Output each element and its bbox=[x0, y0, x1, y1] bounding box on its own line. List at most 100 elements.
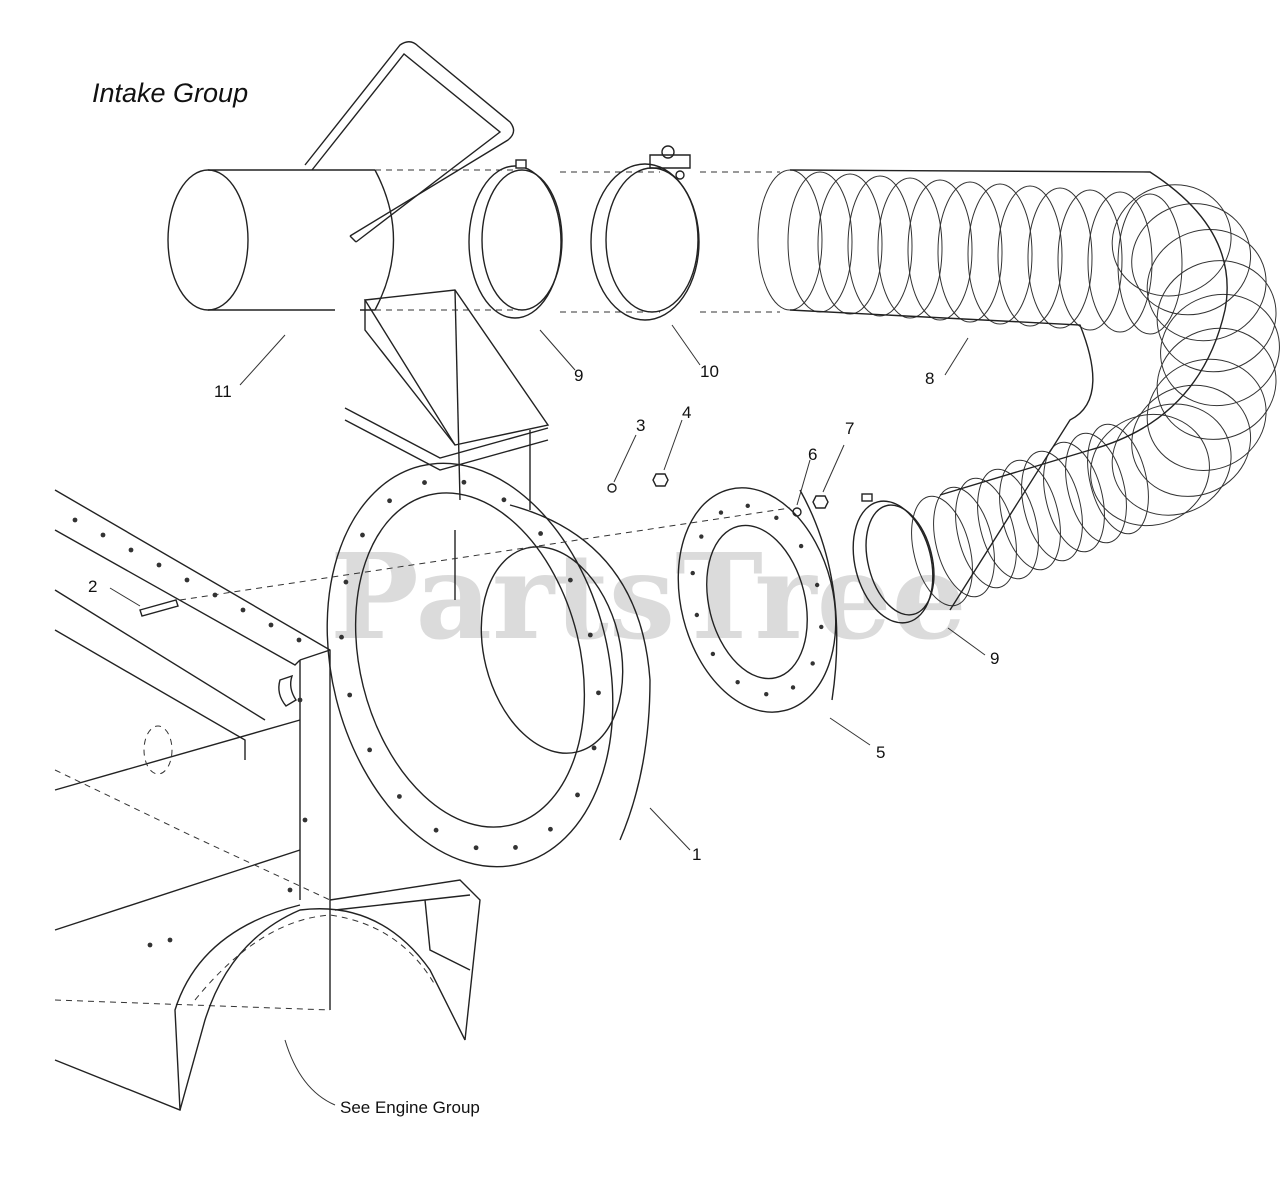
intake-tube bbox=[167, 41, 520, 311]
hose-corrugation bbox=[997, 185, 1063, 327]
chassis-frame bbox=[54, 489, 481, 1111]
bolt-hole bbox=[710, 651, 716, 657]
frame-hole bbox=[128, 547, 134, 553]
bolt-hole bbox=[367, 747, 373, 753]
bolt-hole bbox=[575, 792, 580, 798]
frame-hole bbox=[212, 592, 218, 598]
bolt-hole bbox=[567, 577, 573, 583]
hose-corrugation bbox=[787, 171, 853, 313]
bolt-hole bbox=[343, 579, 349, 585]
leader-lines bbox=[109, 324, 986, 1106]
callout-9-bottom: 9 bbox=[990, 649, 999, 668]
bolt-hole bbox=[433, 827, 439, 833]
callout-9-top: 9 bbox=[574, 366, 583, 385]
bolt-hole bbox=[587, 632, 593, 638]
bolt-hole bbox=[360, 532, 365, 538]
frame-hole bbox=[268, 622, 274, 628]
hose-corrugation bbox=[933, 486, 995, 598]
hose-corrugation bbox=[1057, 189, 1123, 331]
frame-hole bbox=[296, 637, 302, 643]
flange-plate bbox=[677, 487, 838, 713]
bolt-hole bbox=[591, 745, 597, 751]
hose-corrugation bbox=[1131, 384, 1252, 497]
hose-corrugation bbox=[1043, 441, 1105, 553]
callout-6: 6 bbox=[808, 445, 817, 464]
bolt-hole bbox=[699, 534, 704, 539]
hose-corrugation bbox=[1087, 423, 1149, 535]
bolt-hole bbox=[814, 582, 820, 588]
hose-corrugation bbox=[1146, 228, 1267, 342]
frame-hole bbox=[287, 887, 293, 893]
watermark: PartsTree bbox=[330, 527, 967, 666]
hose-corrugation bbox=[1111, 184, 1232, 297]
hose-corrugation bbox=[967, 183, 1033, 325]
frame-hole bbox=[147, 942, 153, 948]
bolt-hole bbox=[798, 543, 804, 549]
hose-corrugation bbox=[911, 495, 973, 607]
hose-corrugation bbox=[1156, 260, 1277, 373]
bolt-hole bbox=[790, 685, 796, 690]
bolt-hole bbox=[422, 480, 427, 485]
flexible-hose bbox=[757, 169, 1280, 611]
hose-corrugation bbox=[907, 179, 973, 321]
bolt-hole bbox=[501, 497, 507, 503]
hose-corrugation bbox=[1117, 193, 1183, 335]
callout-11: 11 bbox=[214, 382, 232, 401]
callout-2: 2 bbox=[88, 577, 97, 596]
frame-hole bbox=[184, 577, 190, 583]
bolt-hole bbox=[347, 692, 353, 698]
hose-corrugation bbox=[1111, 403, 1232, 516]
callout-4: 4 bbox=[682, 403, 691, 422]
hose-clamp-top bbox=[468, 159, 660, 319]
bolt-hole bbox=[694, 612, 700, 618]
callout-7: 7 bbox=[845, 419, 854, 438]
diagram-title: Intake Group bbox=[92, 78, 249, 108]
hose-corrugation bbox=[937, 181, 1003, 323]
hose-corrugation bbox=[847, 175, 913, 317]
hose-corrugation bbox=[1146, 358, 1267, 472]
frame-hole bbox=[240, 607, 246, 613]
hose-corrugation bbox=[1027, 187, 1093, 329]
hose-corrugation bbox=[977, 468, 1039, 580]
callout-8: 8 bbox=[925, 369, 934, 388]
hose-corrugation bbox=[1160, 293, 1280, 407]
bolt-hole bbox=[513, 845, 518, 850]
bolt-hole bbox=[473, 845, 479, 851]
bolt-hole bbox=[339, 634, 344, 640]
bolt-hole bbox=[548, 826, 553, 832]
bolt-hole bbox=[764, 691, 769, 697]
bolt-hole bbox=[819, 624, 824, 630]
hose-corrugation bbox=[1065, 432, 1127, 544]
bolt-hole bbox=[810, 661, 815, 666]
callout-10: 10 bbox=[700, 362, 719, 381]
hose-clamp-bottom bbox=[852, 493, 935, 624]
hose-corrugation bbox=[1087, 191, 1153, 333]
callout-1: 1 bbox=[692, 845, 701, 864]
frame-hole bbox=[156, 562, 162, 568]
callout-5: 5 bbox=[876, 743, 885, 762]
fasteners bbox=[139, 473, 829, 617]
hose-outline-bottom bbox=[789, 309, 1094, 611]
bolt-hole bbox=[387, 498, 392, 504]
hose-corrugation bbox=[999, 459, 1061, 571]
bolt-hole bbox=[396, 794, 402, 799]
bolt-hole bbox=[690, 570, 695, 576]
hose-corrugation bbox=[955, 477, 1017, 589]
bolt-hole bbox=[718, 510, 724, 515]
bolt-hole bbox=[596, 690, 601, 696]
hose-corrugation bbox=[1090, 413, 1210, 527]
hose-clamp-screw bbox=[590, 145, 780, 321]
bolt-hole bbox=[735, 679, 740, 685]
frame-hole bbox=[167, 937, 173, 943]
hose-outline-top bbox=[789, 169, 1228, 496]
hose-corrugation bbox=[877, 177, 943, 319]
hose-corrugation bbox=[1156, 327, 1277, 440]
engine-group-note: See Engine Group bbox=[340, 1098, 480, 1117]
bolt-hole bbox=[461, 479, 467, 485]
hose-corrugation bbox=[757, 169, 823, 311]
hose-corrugation bbox=[1021, 450, 1083, 562]
bolt-hole bbox=[538, 531, 544, 536]
frame-hole bbox=[297, 697, 303, 703]
